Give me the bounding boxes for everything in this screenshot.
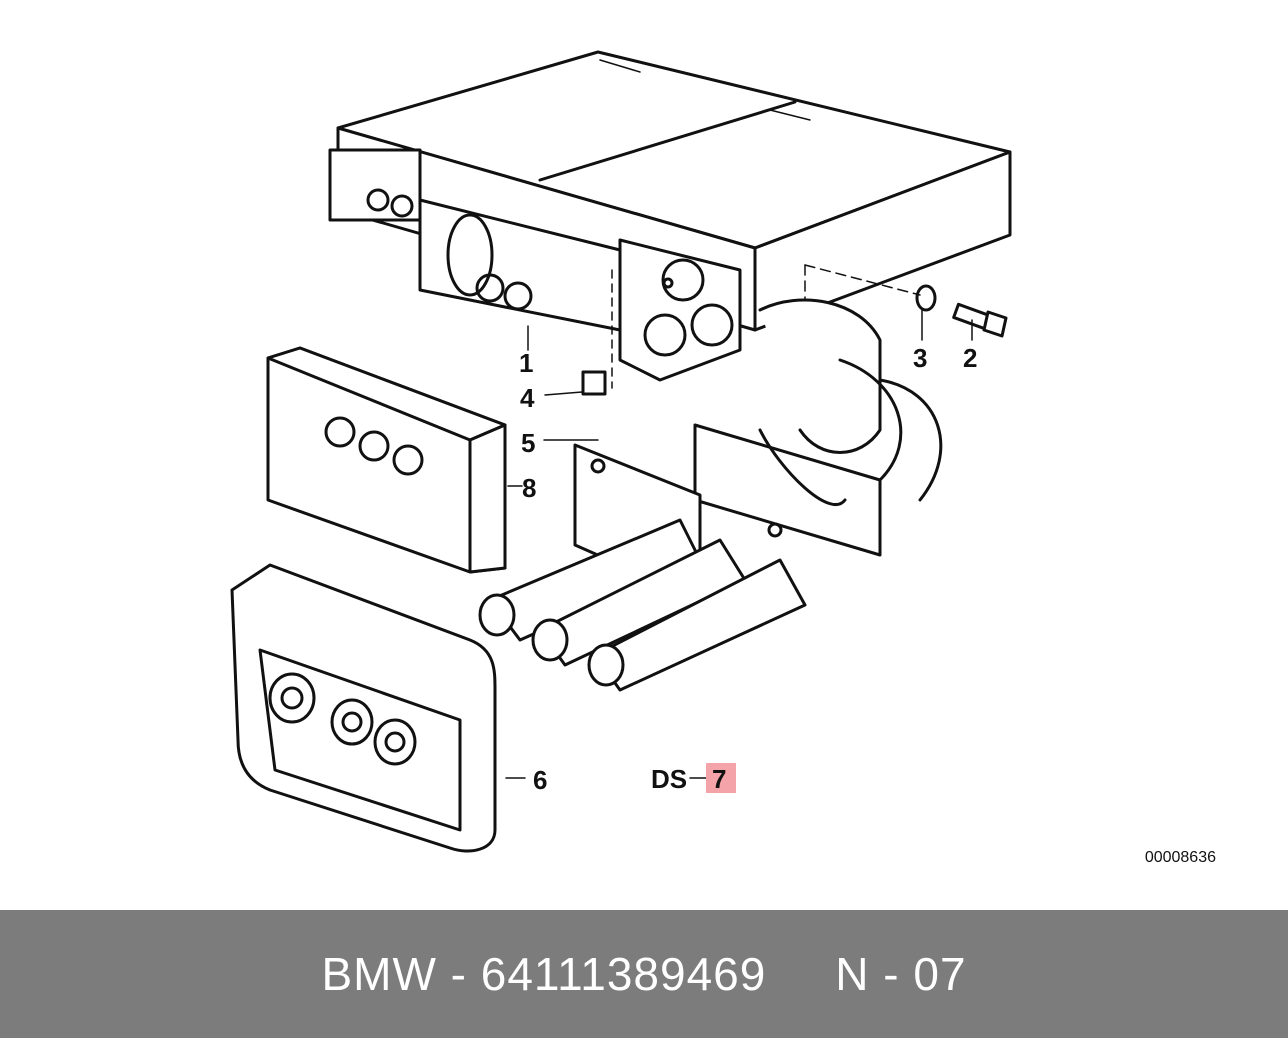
position-code: N - 07 [835,948,967,1000]
brand-label: BMW [321,948,437,1000]
callout-1: 1 [519,348,534,378]
callout-8: 8 [522,473,537,503]
bolt-part-2 [952,302,1008,338]
callout-7: 7 [712,764,727,794]
heater-core-drawing [230,50,1012,853]
part-number-banner: BMW - 64111389469 N - 07 [0,910,1288,1038]
callout-leaders [505,309,973,779]
callout-ds: DS [651,764,688,794]
gap [766,947,835,1001]
callout-6: 6 [533,765,548,795]
reference-code: 00008636 [1144,849,1216,866]
callout-5: 5 [521,428,536,458]
highlight-box [706,763,736,793]
separator: - [436,948,481,1000]
clip-part-4 [581,269,613,396]
foam-seal-part-8 [266,346,507,574]
washer-part-3 [915,284,937,312]
pipe-assembly-part-5 [478,298,943,692]
part-number: 64111389469 [480,948,767,1000]
callout-3: 3 [913,343,928,373]
heater-core-part-1 [328,50,1012,382]
grommet-seal-part-6 [230,563,497,853]
callout-2: 2 [963,343,978,373]
callout-4: 4 [520,383,535,413]
